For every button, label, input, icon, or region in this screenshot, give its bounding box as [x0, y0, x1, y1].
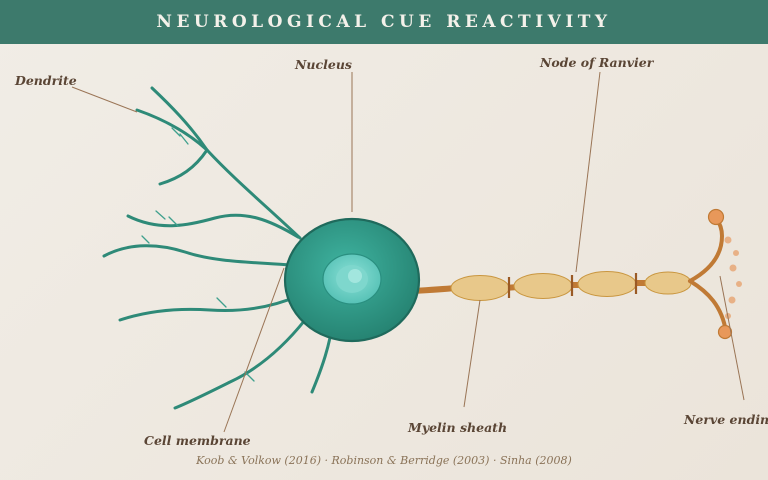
- terminal-bouton-bottom: [717, 324, 733, 340]
- dendritic-spines: [141, 127, 255, 382]
- leader-lines: [71, 71, 745, 433]
- myelin-segment-3: [577, 271, 637, 297]
- dendrite-upper-branch: [205, 148, 302, 240]
- label-nerve-ending: Nerve ending: [683, 412, 768, 427]
- cell-body: [283, 217, 421, 343]
- neurotransmitter-dots: [724, 236, 742, 319]
- dendrite-upper-twig-c: [158, 148, 209, 186]
- myelin-segment-4: [644, 271, 692, 295]
- header-bar: NEUROLOGICAL CUE REACTIVITY: [0, 0, 768, 44]
- nucleolus-highlight: [348, 269, 362, 283]
- axon-terminal: [688, 208, 742, 340]
- terminal-bouton-top: [707, 208, 725, 226]
- dendrite-upper-twig-a: [150, 86, 209, 152]
- dendrite-upper-twig-b: [135, 108, 209, 152]
- citation: Koob & Volkow (2016) · Robinson & Berrid…: [195, 454, 572, 467]
- dendrite-mid-upper: [126, 213, 300, 239]
- myelin-segment-2: [513, 273, 573, 299]
- dendrite-lower: [173, 318, 307, 410]
- label-cell-membrane: Cell membrane: [144, 433, 251, 448]
- dendrite-lower-mid: [118, 294, 300, 322]
- label-node-of-ranvier: Node of Ranvier: [539, 55, 655, 70]
- label-dendrite: Dendrite: [14, 73, 77, 88]
- myelin-segment-1: [450, 275, 510, 301]
- page-title: NEUROLOGICAL CUE REACTIVITY: [156, 12, 612, 32]
- label-myelin-sheath: Myelin sheath: [407, 420, 507, 435]
- label-nucleus: Nucleus: [294, 57, 352, 72]
- dendrite-mid: [102, 244, 292, 267]
- axon: [409, 271, 692, 301]
